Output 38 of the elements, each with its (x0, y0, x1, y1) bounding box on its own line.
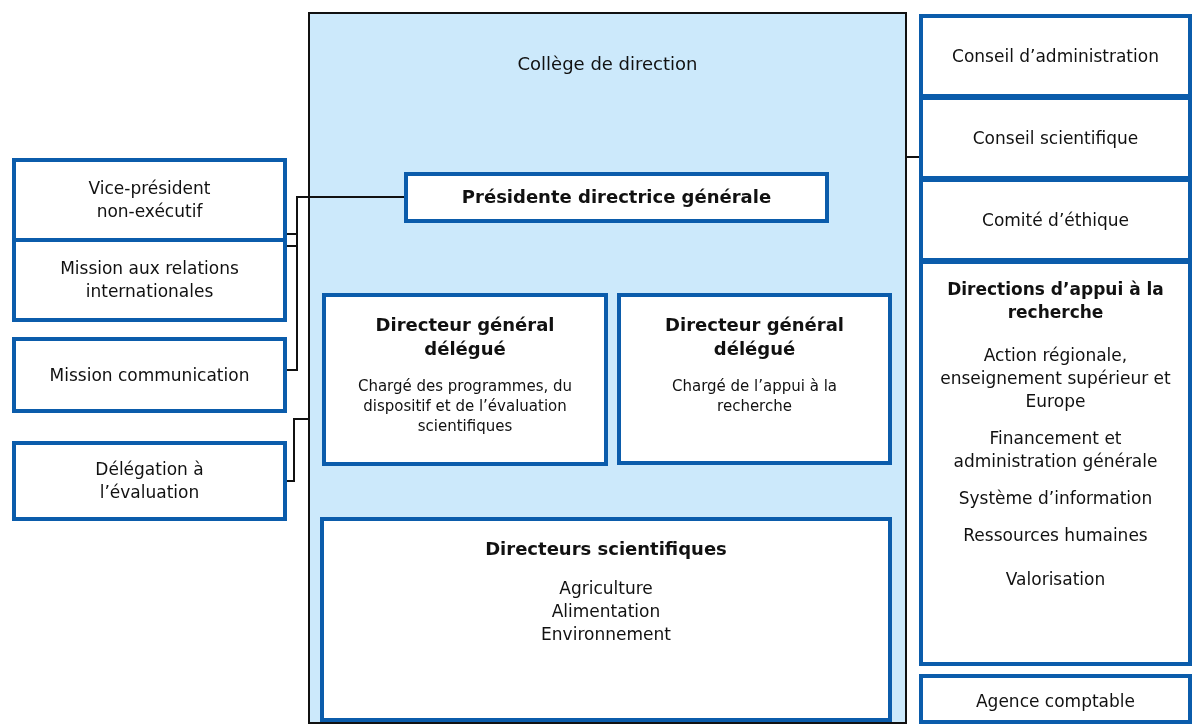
heading-text: Présidente directrice générale (461, 185, 772, 210)
label-text: Délégation à l’évaluation (94, 458, 205, 504)
label-text: Mission communication (49, 363, 250, 387)
label-text: Agence comptable (976, 690, 1135, 713)
heading-text: Directeurs scientifiques (485, 537, 727, 561)
council-box (919, 178, 1192, 262)
heading-text: Directeur général délégué (374, 313, 556, 362)
label-text: Chargé de l’appui à la recherche (670, 375, 838, 417)
connector-line (906, 156, 920, 158)
label-text: Agriculture (559, 577, 653, 601)
label-text: Chargé des programmes, du dispositif et de l’évaluation scientifiques (356, 375, 574, 437)
role-box (322, 293, 608, 466)
label-text: Valorisation (1005, 568, 1106, 592)
role-box (404, 172, 829, 223)
label-text: Conseil scientifique (972, 126, 1139, 150)
heading-text: Directions d’appui à la recherche (946, 278, 1165, 324)
label-text: Système d’information (958, 486, 1153, 510)
group-panel (308, 12, 907, 724)
label-text: Financement et administration générale (952, 426, 1159, 473)
heading-text: Directeur général délégué (664, 313, 845, 362)
label-text: Alimentation (551, 600, 661, 624)
label-text: Ressources humaines (963, 523, 1148, 547)
label-text: Action régionale, enseignement supérieur et Europe (939, 343, 1172, 413)
role-box (12, 337, 287, 413)
label-text: Vice-président non-exécutif (87, 177, 212, 223)
role-box (320, 517, 892, 722)
council-box (919, 14, 1192, 98)
label-text: Environnement (541, 623, 671, 647)
label-text: Conseil d’administration (952, 44, 1159, 68)
connector-line (286, 418, 309, 482)
label-text: Comité d’éthique (982, 208, 1129, 232)
department-box (919, 260, 1192, 666)
role-box (12, 441, 287, 521)
council-box (919, 96, 1192, 180)
label-text: Collège de direction (517, 52, 698, 76)
role-box (617, 293, 892, 465)
role-box (919, 674, 1192, 724)
label-text: Mission aux relations internationales (59, 257, 240, 303)
